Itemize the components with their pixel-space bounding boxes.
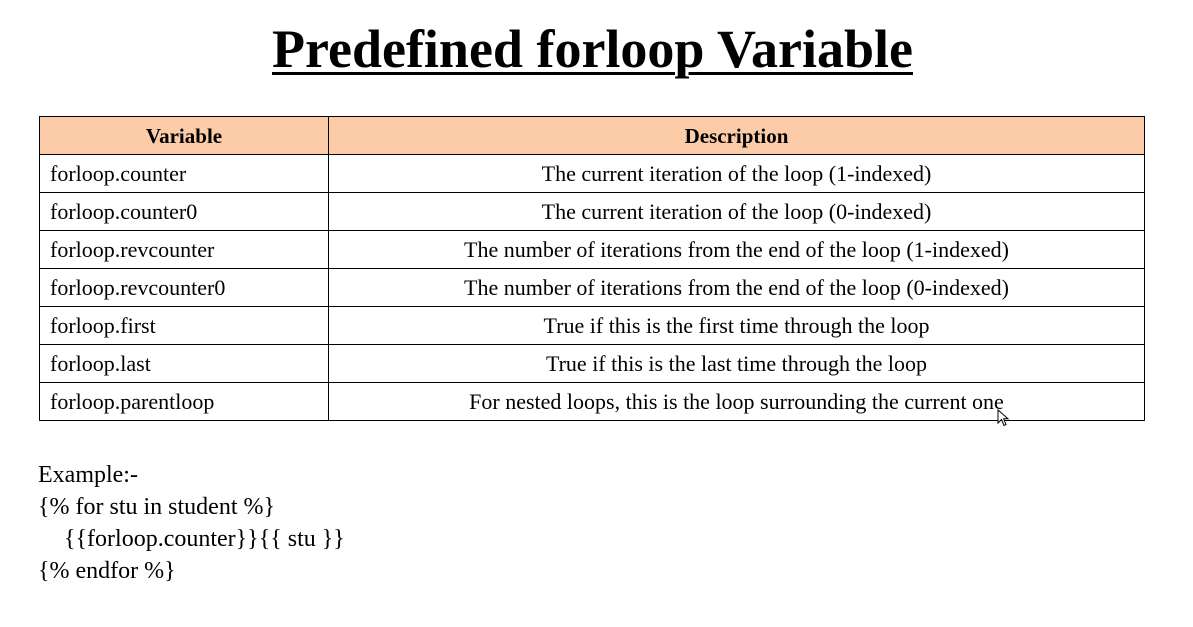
example-code-line: {% for stu in student %}: [38, 494, 276, 520]
variable-cell: forloop.last: [39, 344, 329, 383]
description-cell: True if this is the last time through th…: [328, 344, 1145, 383]
table-row: forloop.counter0 The current iteration o…: [39, 192, 1145, 231]
variable-cell: forloop.revcounter: [39, 230, 329, 269]
variable-cell: forloop.revcounter0: [39, 268, 329, 307]
variable-cell: forloop.parentloop: [39, 382, 329, 421]
table-row: forloop.counter The current iteration of…: [39, 154, 1145, 193]
table-row: forloop.revcounter The number of iterati…: [39, 230, 1145, 269]
table-row: forloop.revcounter0 The number of iterat…: [39, 268, 1145, 307]
description-cell: True if this is the first time through t…: [328, 306, 1145, 345]
page-title: Predefined forloop Variable: [272, 19, 913, 79]
variable-cell: forloop.first: [39, 306, 329, 345]
example-code-line: {% endfor %}: [38, 558, 176, 584]
forloop-variable-table: Variable Description forloop.counter The…: [39, 116, 1145, 421]
variable-cell: forloop.counter0: [39, 192, 329, 231]
table-row: forloop.last True if this is the last ti…: [39, 344, 1145, 383]
example-code-line: {{forloop.counter}}{{ stu }}: [64, 526, 345, 552]
description-cell: For nested loops, this is the loop surro…: [328, 382, 1145, 421]
table-row: forloop.parentloop For nested loops, thi…: [39, 382, 1145, 421]
description-cell: The current iteration of the loop (1-ind…: [328, 154, 1145, 193]
description-cell: The number of iterations from the end of…: [328, 230, 1145, 269]
description-cell: The current iteration of the loop (0-ind…: [328, 192, 1145, 231]
example-block: Example:- {% for stu in student %} {{for…: [38, 459, 345, 587]
example-heading: Example:-: [38, 462, 138, 488]
column-header-description: Description: [328, 116, 1145, 155]
variable-cell: forloop.counter: [39, 154, 329, 193]
mouse-pointer-icon: [997, 409, 1010, 427]
table-header-row: Variable Description: [39, 116, 1145, 155]
column-header-variable: Variable: [39, 116, 329, 155]
table-row: forloop.first True if this is the first …: [39, 306, 1145, 345]
description-cell: The number of iterations from the end of…: [328, 268, 1145, 307]
